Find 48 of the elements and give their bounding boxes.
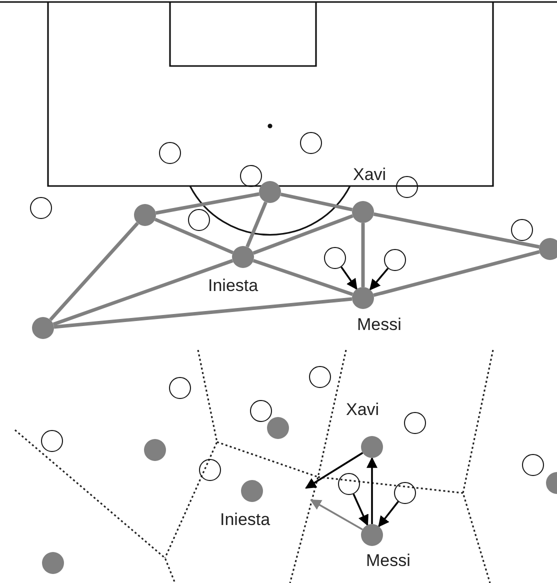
opponent-marker	[384, 249, 406, 271]
arrow	[352, 494, 368, 526]
player-marker	[267, 417, 289, 439]
connecting-line	[54, 297, 352, 329]
opponent-marker	[300, 132, 322, 154]
opponent-marker	[169, 377, 191, 399]
player-name: Messi	[357, 316, 402, 333]
player-marker	[32, 317, 54, 339]
opponent-marker	[404, 412, 426, 434]
player-marker	[42, 552, 64, 574]
arrow	[305, 452, 364, 489]
player-name: Iniesta	[208, 277, 258, 294]
connecting-line	[49, 222, 139, 321]
connecting-line	[361, 223, 365, 287]
opponent-marker	[30, 197, 52, 219]
arrow	[340, 266, 358, 290]
opponent-marker	[159, 142, 181, 164]
opponent-marker	[41, 430, 63, 452]
player-marker	[144, 439, 166, 461]
arrow	[378, 501, 399, 528]
player-marker	[259, 181, 281, 203]
opponent-marker	[511, 219, 533, 241]
connecting-line	[246, 202, 268, 248]
player-name: Iniesta	[220, 511, 270, 528]
player-marker	[539, 238, 557, 260]
connecting-line	[280, 192, 353, 212]
opponent-marker	[199, 459, 221, 481]
opponent-marker	[309, 366, 331, 388]
arrow	[366, 456, 378, 524]
opponent-marker	[522, 454, 544, 476]
connecting-line	[373, 250, 540, 297]
connecting-line	[373, 212, 540, 249]
player-name: Messi	[366, 552, 410, 569]
arrow	[369, 268, 389, 290]
opponent-marker	[188, 209, 210, 231]
player-name: Xavi	[346, 401, 380, 418]
opponent-marker	[338, 473, 360, 495]
opponent-marker	[396, 176, 418, 198]
arrow	[310, 499, 363, 530]
connecting-line	[252, 258, 354, 296]
player-name: Xavi	[353, 166, 386, 183]
connecting-line	[154, 218, 234, 254]
connecting-line	[252, 214, 354, 255]
opponent-marker	[324, 247, 346, 269]
player-marker	[134, 204, 156, 226]
opponent-marker	[394, 482, 416, 504]
connecting-line	[155, 192, 260, 215]
connecting-line	[52, 259, 234, 326]
